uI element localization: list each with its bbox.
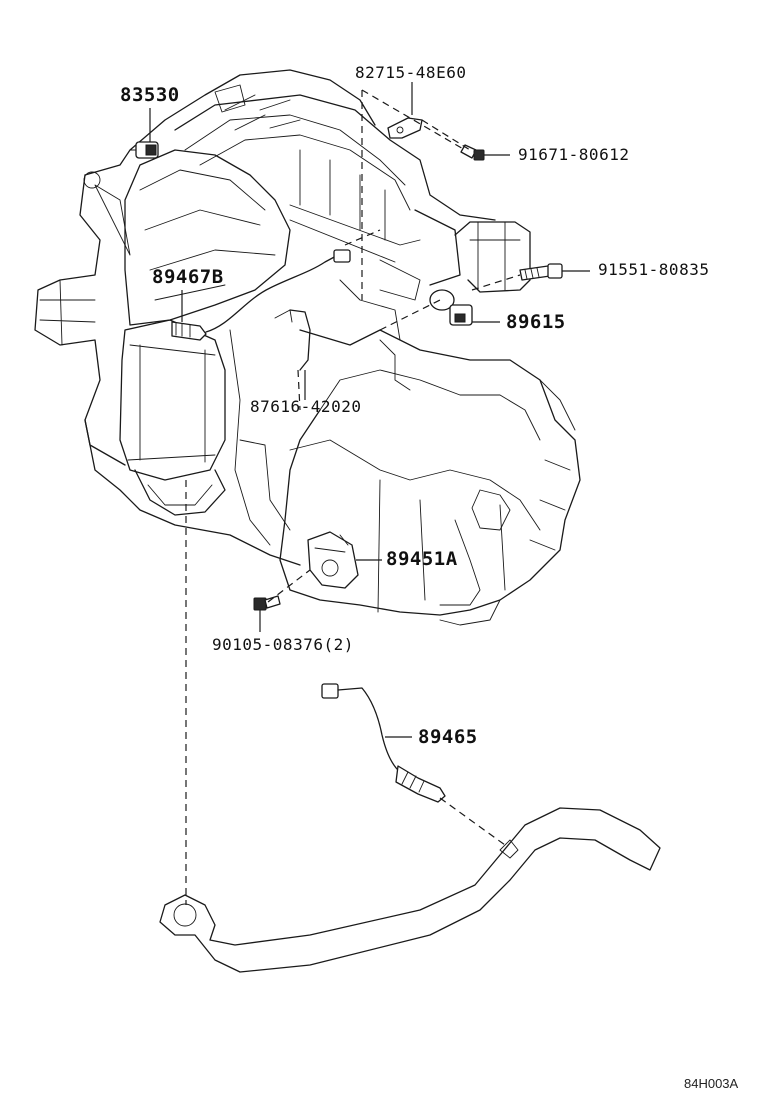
figure-code: 84H003A [684, 1076, 739, 1091]
part-label-90105-08376: 90105-08376(2) [212, 635, 354, 654]
part-label-89465: 89465 [418, 726, 478, 748]
part-label-87616-42020: 87616-42020 [250, 397, 362, 416]
part-label-89467b: 89467B [152, 266, 224, 288]
part-label-91671-80612: 91671-80612 [518, 145, 630, 164]
part-label-82715-48e60: 82715-48E60 [355, 63, 467, 82]
leader-lines [149, 82, 590, 738]
air-fuel-ratio-sensor-part [171, 249, 351, 341]
part-label-89615: 89615 [506, 311, 566, 333]
bolt-91551-part [519, 263, 563, 281]
part-label-83530: 83530 [120, 84, 180, 106]
assembly-lines [185, 89, 521, 905]
wire-clamp-part [274, 309, 311, 371]
engine-assembly [34, 69, 581, 626]
bolt-90105-part [253, 595, 281, 611]
knock-sensor-part [429, 289, 473, 326]
part-label-91551-80835: 91551-80835 [598, 260, 710, 279]
exhaust-pipe [159, 807, 661, 973]
oil-pressure-switch-part [129, 141, 159, 159]
bolt-91671-part [460, 144, 485, 161]
part-label-89451a: 89451A [386, 548, 458, 570]
neutral-start-switch-part [307, 531, 359, 589]
wire-harness-bracket-part [387, 117, 423, 139]
